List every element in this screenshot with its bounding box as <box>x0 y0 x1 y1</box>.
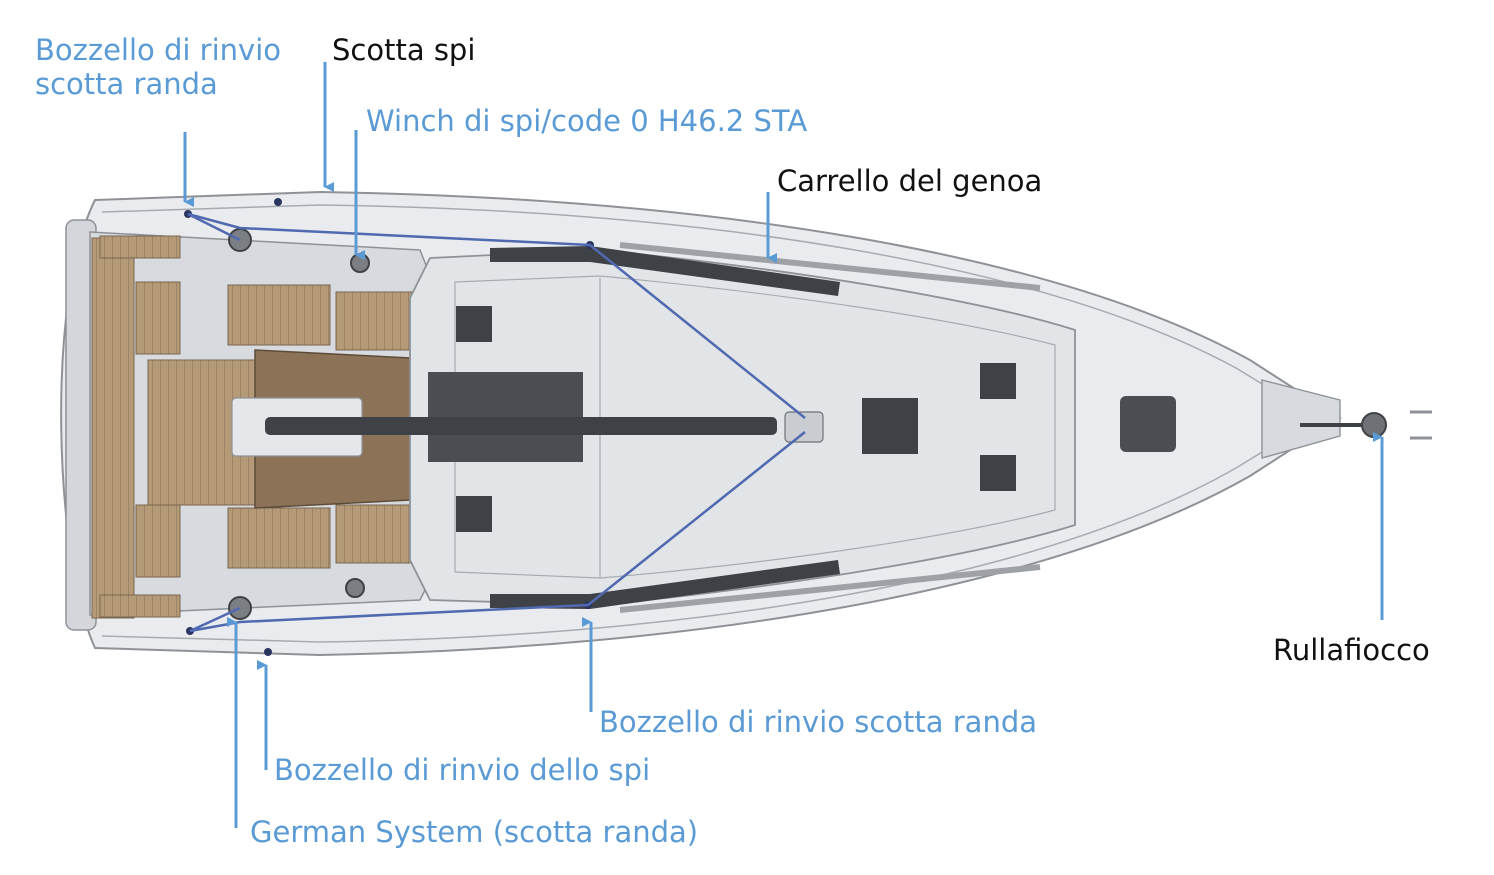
bow-fitting <box>1410 410 1432 440</box>
aft-teak-bottom <box>99 594 181 618</box>
block-port-spi <box>274 198 282 206</box>
genoa-track-port <box>490 246 840 296</box>
toe-track-stbd <box>619 564 1041 613</box>
helm-teak-top <box>135 281 181 355</box>
bench-port-2 <box>335 291 415 351</box>
helm-teak-bottom <box>135 504 181 578</box>
mainsheet-line-port <box>187 212 806 419</box>
mast-base <box>784 411 824 443</box>
label-scotta-spi: Scotta spi <box>332 33 476 67</box>
hatch-4 <box>980 363 1016 399</box>
hatch-5 <box>980 455 1016 491</box>
label-block-main-bottom: Bozzello di rinvio scotta randa <box>599 705 1038 739</box>
label-block-main-top-line1: Bozzello di rinvio <box>35 33 282 67</box>
winch-stbd-spi <box>345 578 365 598</box>
label-winch: Winch di spi/code 0 H46.2 STA <box>366 104 808 138</box>
coachroof-inner <box>454 275 1056 579</box>
block-stbd-spi <box>264 648 272 656</box>
mainsheet-line-aft-stbd <box>189 606 241 633</box>
boom <box>265 417 777 435</box>
label-german: German System (scotta randa) <box>250 815 699 849</box>
foredeck-hatch <box>1120 396 1176 452</box>
label-rullafiocco: Rullafiocco <box>1273 633 1430 667</box>
label-block-main-top: Bozzello di rinvio scotta randa <box>35 33 281 101</box>
label-block-spi: Bozzello di rinvio dello spi <box>274 753 651 787</box>
winch-port-spi <box>350 253 370 273</box>
mainsheet-line-stbd <box>189 431 806 633</box>
hatch-1 <box>456 306 492 342</box>
hatch-2 <box>456 496 492 532</box>
bench-port-1 <box>227 284 331 346</box>
bench-stbd-1 <box>227 507 331 569</box>
toe-track-port <box>619 242 1041 291</box>
anchor-locker <box>1261 379 1341 459</box>
mainsheet-line-aft-port <box>187 212 241 242</box>
aft-teak-top <box>99 235 181 259</box>
genoa-track-stbd <box>490 560 840 609</box>
label-block-main-top-line2: scotta randa <box>35 67 218 102</box>
label-carrello: Carrello del genoa <box>777 164 1043 198</box>
furler <box>1361 412 1387 438</box>
bench-stbd-2 <box>335 504 415 564</box>
stern-teak <box>91 237 135 619</box>
hatch-3 <box>862 398 918 454</box>
